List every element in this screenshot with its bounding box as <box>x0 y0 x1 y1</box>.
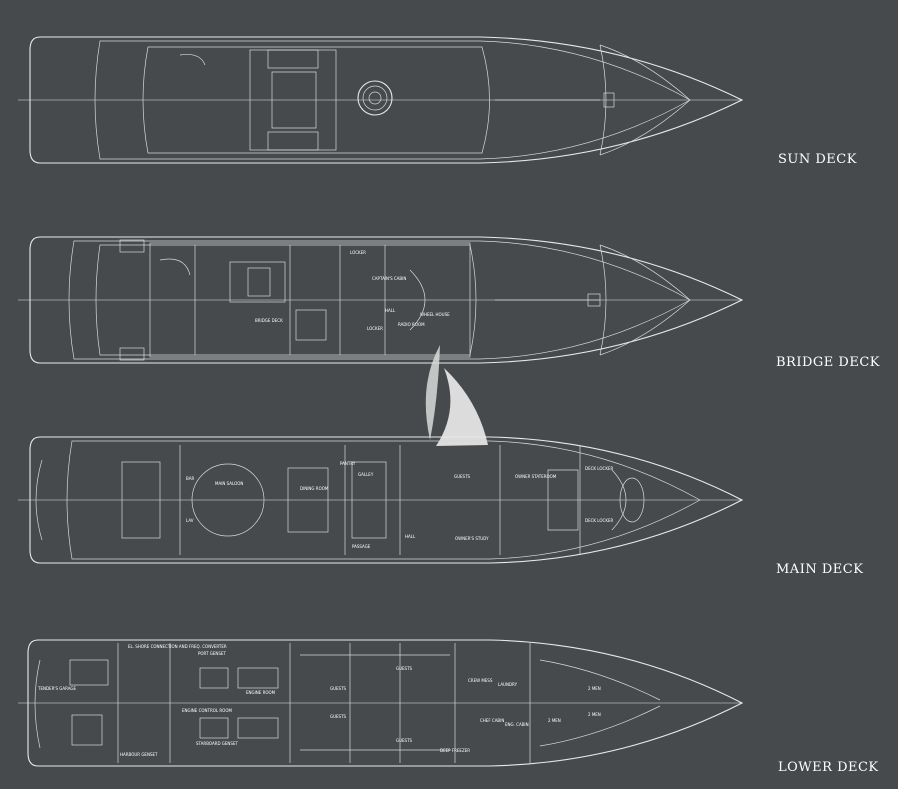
room-label: BRIDGE DECK <box>255 318 283 323</box>
room-label: OWNER STATEROOM <box>515 474 557 479</box>
room-label: HALL <box>405 534 416 539</box>
room-label: 2 MEN <box>588 712 601 717</box>
sun-deck-plan <box>18 36 744 164</box>
main-deck-label: MAIN DECK <box>776 562 864 577</box>
room-label: RADIO ROOM <box>398 322 425 327</box>
room-label: CREW MESS <box>468 678 493 683</box>
room-label: GUESTS <box>454 474 471 479</box>
room-label: GUESTS <box>330 714 347 719</box>
room-label: GUESTS <box>330 686 347 691</box>
room-label: EL. SHORE CONNECTION AND FREQ. CONVERTER <box>128 644 227 649</box>
lower-deck-plan: EL. SHORE CONNECTION AND FREQ. CONVERTER… <box>18 639 744 767</box>
lower-deck-label: LOWER DECK <box>778 760 879 775</box>
room-label: WHEEL HOUSE <box>420 312 450 317</box>
room-label: LOCKER <box>367 326 383 331</box>
room-label: TENDER'S GARAGE <box>37 686 76 691</box>
room-label: 2 MEN <box>548 718 561 723</box>
room-label: STARBOARD GENSET <box>196 741 238 746</box>
room-label: ENGINE ROOM <box>246 690 276 695</box>
sun-deck-label: SUN DECK <box>778 152 857 167</box>
room-label: GUESTS <box>396 666 413 671</box>
room-label: PANTRY <box>340 461 356 466</box>
room-label: BAR <box>186 476 194 481</box>
room-label: CAPTAIN'S CABIN <box>372 276 406 281</box>
room-label: ENGINE CONTROL ROOM <box>182 708 232 713</box>
sail-logo <box>425 345 488 446</box>
room-label: GALLEY <box>358 472 374 477</box>
room-label: PASSAGE <box>352 544 371 549</box>
room-label: OWNER'S STUDY <box>455 536 489 541</box>
room-label: CHEF CABIN <box>480 718 504 723</box>
room-label: LOCKER <box>350 250 366 255</box>
room-label: DECK LOCKER <box>585 466 613 471</box>
bridge-deck-plan: BRIDGE DECK LOCKER CAPTAIN'S CABIN HALL … <box>18 236 744 364</box>
room-label: PORT GENSET <box>198 651 226 656</box>
room-label: HALL <box>385 308 396 313</box>
bridge-deck-label: BRIDGE DECK <box>776 355 880 370</box>
room-label: LAV <box>186 518 194 523</box>
room-label: 2 MEN <box>588 686 601 691</box>
room-label: LAUNDRY <box>498 682 518 687</box>
room-label: GUESTS <box>396 738 413 743</box>
main-deck-plan: MAIN SALOON DINING ROOM PANTRY GALLEY PA… <box>18 436 744 564</box>
room-label: DEEP FREEZER <box>440 748 470 753</box>
room-label: HARBOUR GENSET <box>120 752 158 757</box>
room-label: ENG. CABIN <box>505 722 529 727</box>
room-label: DECK LOCKER <box>585 518 613 523</box>
room-label: MAIN SALOON <box>215 481 243 486</box>
room-label: DINING ROOM <box>300 486 329 491</box>
